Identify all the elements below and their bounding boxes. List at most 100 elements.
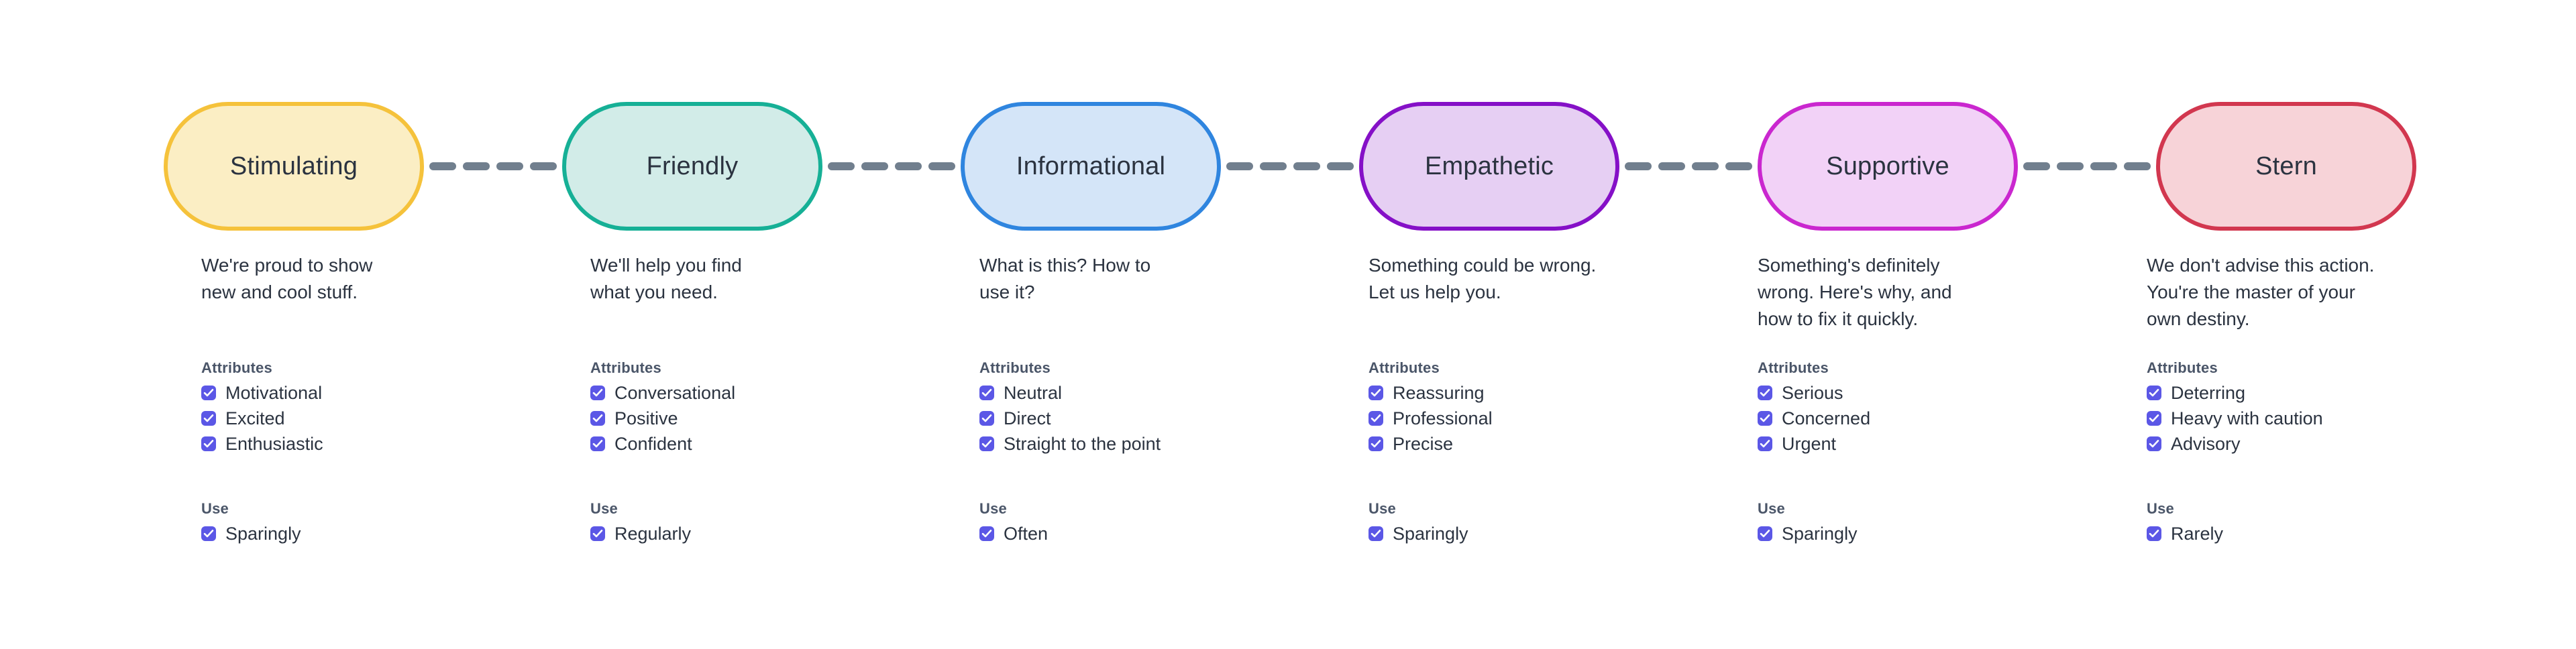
- attribute-item[interactable]: Confident: [590, 434, 926, 453]
- checkmark-icon[interactable]: [1368, 411, 1383, 426]
- checkmark-icon[interactable]: [590, 526, 605, 541]
- tone-pill-label: Stimulating: [229, 152, 358, 180]
- attribute-item[interactable]: Precise: [1368, 434, 1704, 453]
- tone-description: We're proud to show new and cool stuff.: [201, 255, 373, 302]
- dashed-line-icon: [1625, 162, 1752, 170]
- attribute-label: Enthusiastic: [225, 434, 323, 454]
- connector-dash: [1327, 162, 1354, 170]
- checkmark-icon[interactable]: [2147, 436, 2161, 451]
- checkmark-icon[interactable]: [201, 386, 216, 400]
- attribute-item[interactable]: Conversational: [590, 384, 926, 402]
- tone-pill-stern[interactable]: Stern: [2156, 102, 2416, 231]
- attribute-item[interactable]: Heavy with caution: [2147, 409, 2482, 428]
- checkmark-icon[interactable]: [1758, 526, 1772, 541]
- attribute-label: Professional: [1393, 408, 1493, 428]
- use-item[interactable]: Often: [979, 524, 1315, 543]
- attribute-item[interactable]: Enthusiastic: [201, 434, 537, 453]
- checkmark-icon[interactable]: [1758, 436, 1772, 451]
- checkmark-icon[interactable]: [201, 411, 216, 426]
- checkmark-icon[interactable]: [590, 386, 605, 400]
- checkmark-icon[interactable]: [979, 526, 994, 541]
- checkmark-icon[interactable]: [590, 436, 605, 451]
- checkmark-icon[interactable]: [2147, 386, 2161, 400]
- attribute-item[interactable]: Excited: [201, 409, 537, 428]
- use-label: Regularly: [614, 524, 692, 544]
- attribute-item[interactable]: Serious: [1758, 384, 2093, 402]
- dashed-line-icon: [429, 162, 557, 170]
- attributes-heading: Attributes: [590, 359, 661, 376]
- checkmark-icon[interactable]: [1758, 386, 1772, 400]
- use-item[interactable]: Sparingly: [1368, 524, 1704, 543]
- tone-pill-friendly[interactable]: Friendly: [562, 102, 822, 231]
- attributes-heading: Attributes: [201, 359, 272, 376]
- attribute-item[interactable]: Positive: [590, 409, 926, 428]
- use-item[interactable]: Rarely: [2147, 524, 2482, 543]
- attribute-item[interactable]: Reassuring: [1368, 384, 1704, 402]
- checkmark-icon[interactable]: [1758, 411, 1772, 426]
- tone-pill-label: Supportive: [1826, 152, 1949, 180]
- connector-dash: [861, 162, 888, 170]
- connector-dash: [1692, 162, 1719, 170]
- checkmark-icon[interactable]: [1368, 526, 1383, 541]
- tone-pill-supportive[interactable]: Supportive: [1758, 102, 2018, 231]
- use-heading: Use: [1368, 500, 1396, 517]
- checkmark-icon[interactable]: [979, 411, 994, 426]
- attribute-item[interactable]: Urgent: [1758, 434, 2093, 453]
- tone-pill-label: Friendly: [646, 152, 739, 180]
- checkmark-icon[interactable]: [1368, 436, 1383, 451]
- connector-dash: [895, 162, 922, 170]
- attribute-label: Advisory: [2171, 434, 2241, 454]
- tone-pill-label: Informational: [1016, 152, 1166, 180]
- checkmark-icon[interactable]: [2147, 526, 2161, 541]
- attribute-item[interactable]: Advisory: [2147, 434, 2482, 453]
- tone-pill-label: Stern: [2255, 152, 2317, 180]
- attribute-label: Straight to the point: [1004, 434, 1161, 454]
- attribute-label: Serious: [1782, 383, 1843, 403]
- checkmark-icon[interactable]: [590, 411, 605, 426]
- checkmark-icon[interactable]: [201, 526, 216, 541]
- use-label: Sparingly: [225, 524, 301, 544]
- checkmark-icon[interactable]: [201, 436, 216, 451]
- connector-dash: [1625, 162, 1652, 170]
- attribute-label: Concerned: [1782, 408, 1871, 428]
- attribute-item[interactable]: Concerned: [1758, 409, 2093, 428]
- use-label: Often: [1004, 524, 1049, 544]
- attributes-heading: Attributes: [1368, 359, 1440, 376]
- use-heading: Use: [590, 500, 618, 517]
- use-item[interactable]: Sparingly: [1758, 524, 2093, 543]
- tone-pill-stimulating[interactable]: Stimulating: [164, 102, 424, 231]
- use-item[interactable]: Sparingly: [201, 524, 537, 543]
- connector-dash: [1260, 162, 1287, 170]
- checkmark-icon[interactable]: [979, 436, 994, 451]
- attribute-item[interactable]: Deterring: [2147, 384, 2482, 402]
- tone-description: Something could be wrong. Let us help yo…: [1368, 255, 1597, 302]
- attribute-item[interactable]: Straight to the point: [979, 434, 1315, 453]
- connector-dash: [2057, 162, 2084, 170]
- tone-pill-informational[interactable]: Informational: [961, 102, 1221, 231]
- connector-dash: [1293, 162, 1320, 170]
- attribute-item[interactable]: Direct: [979, 409, 1315, 428]
- connector-dash: [2124, 162, 2151, 170]
- attribute-label: Conversational: [614, 383, 736, 403]
- attribute-item[interactable]: Professional: [1368, 409, 1704, 428]
- attribute-item[interactable]: Neutral: [979, 384, 1315, 402]
- tone-description: We'll help you find what you need.: [590, 255, 742, 302]
- attribute-item[interactable]: Motivational: [201, 384, 537, 402]
- attribute-label: Confident: [614, 434, 692, 454]
- checkmark-icon[interactable]: [1368, 386, 1383, 400]
- checkmark-icon[interactable]: [979, 386, 994, 400]
- connector-dash: [463, 162, 490, 170]
- tone-column-supportive: Something's definitely wrong. Here's why…: [1758, 252, 2093, 543]
- checkmark-icon[interactable]: [2147, 411, 2161, 426]
- connector-dash: [828, 162, 855, 170]
- use-item[interactable]: Regularly: [590, 524, 926, 543]
- attribute-label: Heavy with caution: [2171, 408, 2323, 428]
- tone-column-friendly: We'll help you find what you need. Attrib…: [590, 252, 926, 543]
- connector-dash: [1658, 162, 1685, 170]
- tone-pill-empathetic[interactable]: Empathetic: [1359, 102, 1619, 231]
